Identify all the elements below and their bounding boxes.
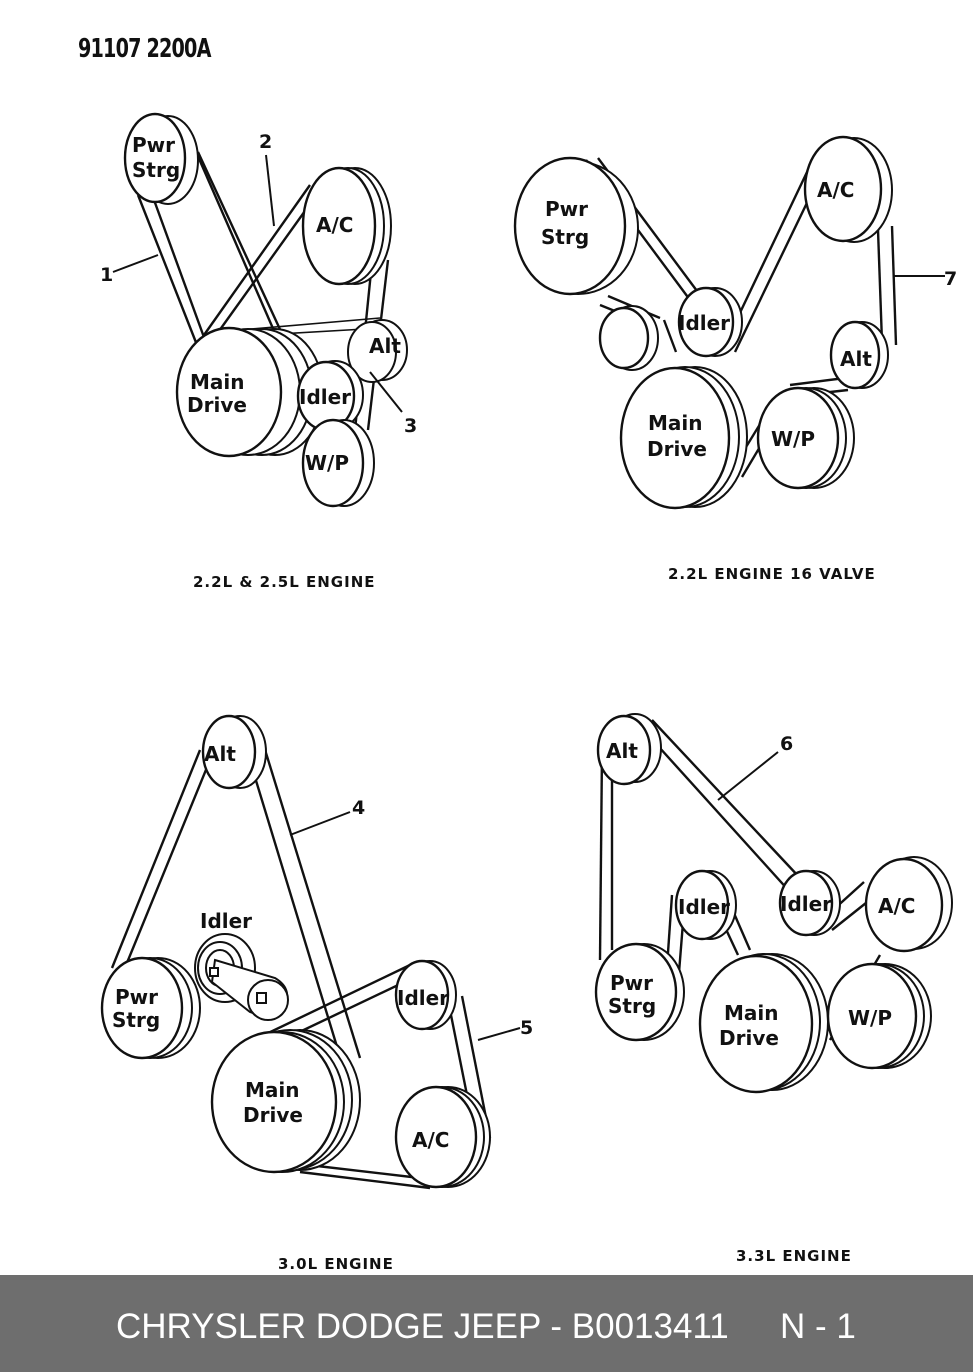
svg-text:Pwr: Pwr	[132, 133, 175, 157]
svg-text:Pwr: Pwr	[545, 197, 588, 221]
pulley-main-drive: Main Drive	[698, 953, 829, 1094]
svg-text:Alt: Alt	[606, 739, 638, 763]
pulley-main-drive: Main Drive	[210, 1029, 361, 1174]
callout-2: 2	[259, 131, 272, 153]
pulley-ac: A/C	[803, 135, 893, 243]
svg-text:Main: Main	[648, 411, 703, 435]
pulley-unlabeled-small	[598, 305, 659, 371]
diagram-2-2l-16-valve: Pwr Strg A/C Idler Alt Main Drive	[513, 135, 957, 510]
belt-1	[136, 137, 286, 346]
svg-text:Pwr: Pwr	[115, 985, 158, 1009]
svg-text:Main: Main	[245, 1078, 300, 1102]
svg-text:Strg: Strg	[112, 1008, 160, 1032]
pulley-wp: W/P	[301, 418, 375, 508]
pulley-wp: W/P	[756, 386, 855, 490]
pulley-idler: Idler	[394, 959, 457, 1031]
pulley-wp: W/P	[826, 962, 932, 1070]
svg-text:Idler: Idler	[678, 311, 730, 335]
callout-6: 6	[780, 733, 793, 755]
svg-text:W/P: W/P	[771, 427, 815, 451]
svg-text:Drive: Drive	[187, 393, 247, 417]
diagram-2-2l-2-5l: Pwr Strg A/C Main Drive Idler	[100, 112, 417, 508]
pulley-idler: Idler	[677, 286, 743, 358]
callout-7: 7	[944, 268, 957, 290]
footer-bar: CHRYSLER DODGE JEEP - B0013411 N - 1	[0, 1275, 973, 1372]
pulley-ac: A/C	[394, 1085, 491, 1189]
footer-catalog: CHRYSLER DODGE JEEP - B0013411	[116, 1307, 729, 1346]
footer-page: N - 1	[780, 1307, 856, 1346]
svg-text:Idler: Idler	[397, 986, 449, 1010]
pulley-alt: Alt	[829, 320, 889, 390]
svg-text:Main: Main	[190, 370, 245, 394]
svg-text:Strg: Strg	[132, 158, 180, 182]
svg-text:Strg: Strg	[541, 225, 589, 249]
pulley-alt: Alt	[596, 713, 662, 786]
belt-routing-diagrams: Pwr Strg A/C Main Drive Idler	[100, 112, 957, 1190]
svg-text:Idler: Idler	[678, 895, 730, 919]
pulley-idler-left: Idler	[674, 869, 737, 941]
svg-text:Pwr: Pwr	[610, 971, 653, 995]
pulley-idler-tensioner: Idler	[194, 909, 289, 1021]
svg-text:A/C: A/C	[412, 1128, 449, 1152]
pulley-pwr-strg: Pwr Strg	[100, 956, 201, 1060]
svg-text:Drive: Drive	[243, 1103, 303, 1127]
svg-text:Drive: Drive	[647, 437, 707, 461]
callout-3: 3	[404, 415, 417, 437]
svg-text:W/P: W/P	[305, 451, 349, 475]
svg-text:Main: Main	[724, 1001, 779, 1025]
svg-text:W/P: W/P	[848, 1006, 892, 1030]
svg-text:Alt: Alt	[204, 742, 236, 766]
callout-5: 5	[520, 1017, 533, 1039]
caption-2-2l-2-5l: 2.2L & 2.5L ENGINE	[193, 573, 376, 591]
pulley-pwr-strg: Pwr Strg	[594, 942, 685, 1042]
callout-4: 4	[352, 797, 365, 819]
pulley-pwr-strg: Pwr Strg	[123, 112, 199, 205]
pulley-alt-label: Alt	[369, 334, 401, 358]
pulley-main-drive: Main Drive	[619, 366, 748, 510]
belt-4	[110, 727, 362, 1059]
svg-text:A/C: A/C	[316, 213, 353, 237]
pulley-ac: A/C	[864, 856, 953, 953]
svg-text:Idler: Idler	[299, 385, 351, 409]
pulley-main-drive: Main Drive	[175, 326, 324, 458]
svg-text:Idler: Idler	[200, 909, 252, 933]
svg-text:Idler: Idler	[780, 892, 832, 916]
diagram-3-3l: Alt Idler Idler A/C Pwr Strg Main	[594, 713, 953, 1094]
pulley-idler: Idler	[296, 360, 364, 432]
pulley-alt	[347, 319, 408, 383]
pulley-ac: A/C	[301, 166, 392, 286]
svg-text:Strg: Strg	[608, 994, 656, 1018]
pulley-alt: Alt	[201, 714, 267, 790]
svg-text:Alt: Alt	[840, 347, 872, 371]
pulley-pwr-strg: Pwr Strg	[513, 156, 639, 296]
svg-text:A/C: A/C	[878, 894, 915, 918]
diagram-3-0l: Alt Idler Pwr Strg Idler	[100, 714, 533, 1190]
svg-text:Drive: Drive	[719, 1026, 779, 1050]
caption-3-3l: 3.3L ENGINE	[736, 1247, 852, 1265]
reference-code: 91107 2200A	[78, 34, 211, 64]
caption-3-0l: 3.0L ENGINE	[278, 1255, 394, 1273]
callout-1: 1	[100, 264, 113, 286]
pulley-idler-right: Idler	[778, 869, 841, 937]
caption-2-2l-16-valve: 2.2L ENGINE 16 VALVE	[668, 565, 876, 583]
svg-text:A/C: A/C	[817, 178, 854, 202]
